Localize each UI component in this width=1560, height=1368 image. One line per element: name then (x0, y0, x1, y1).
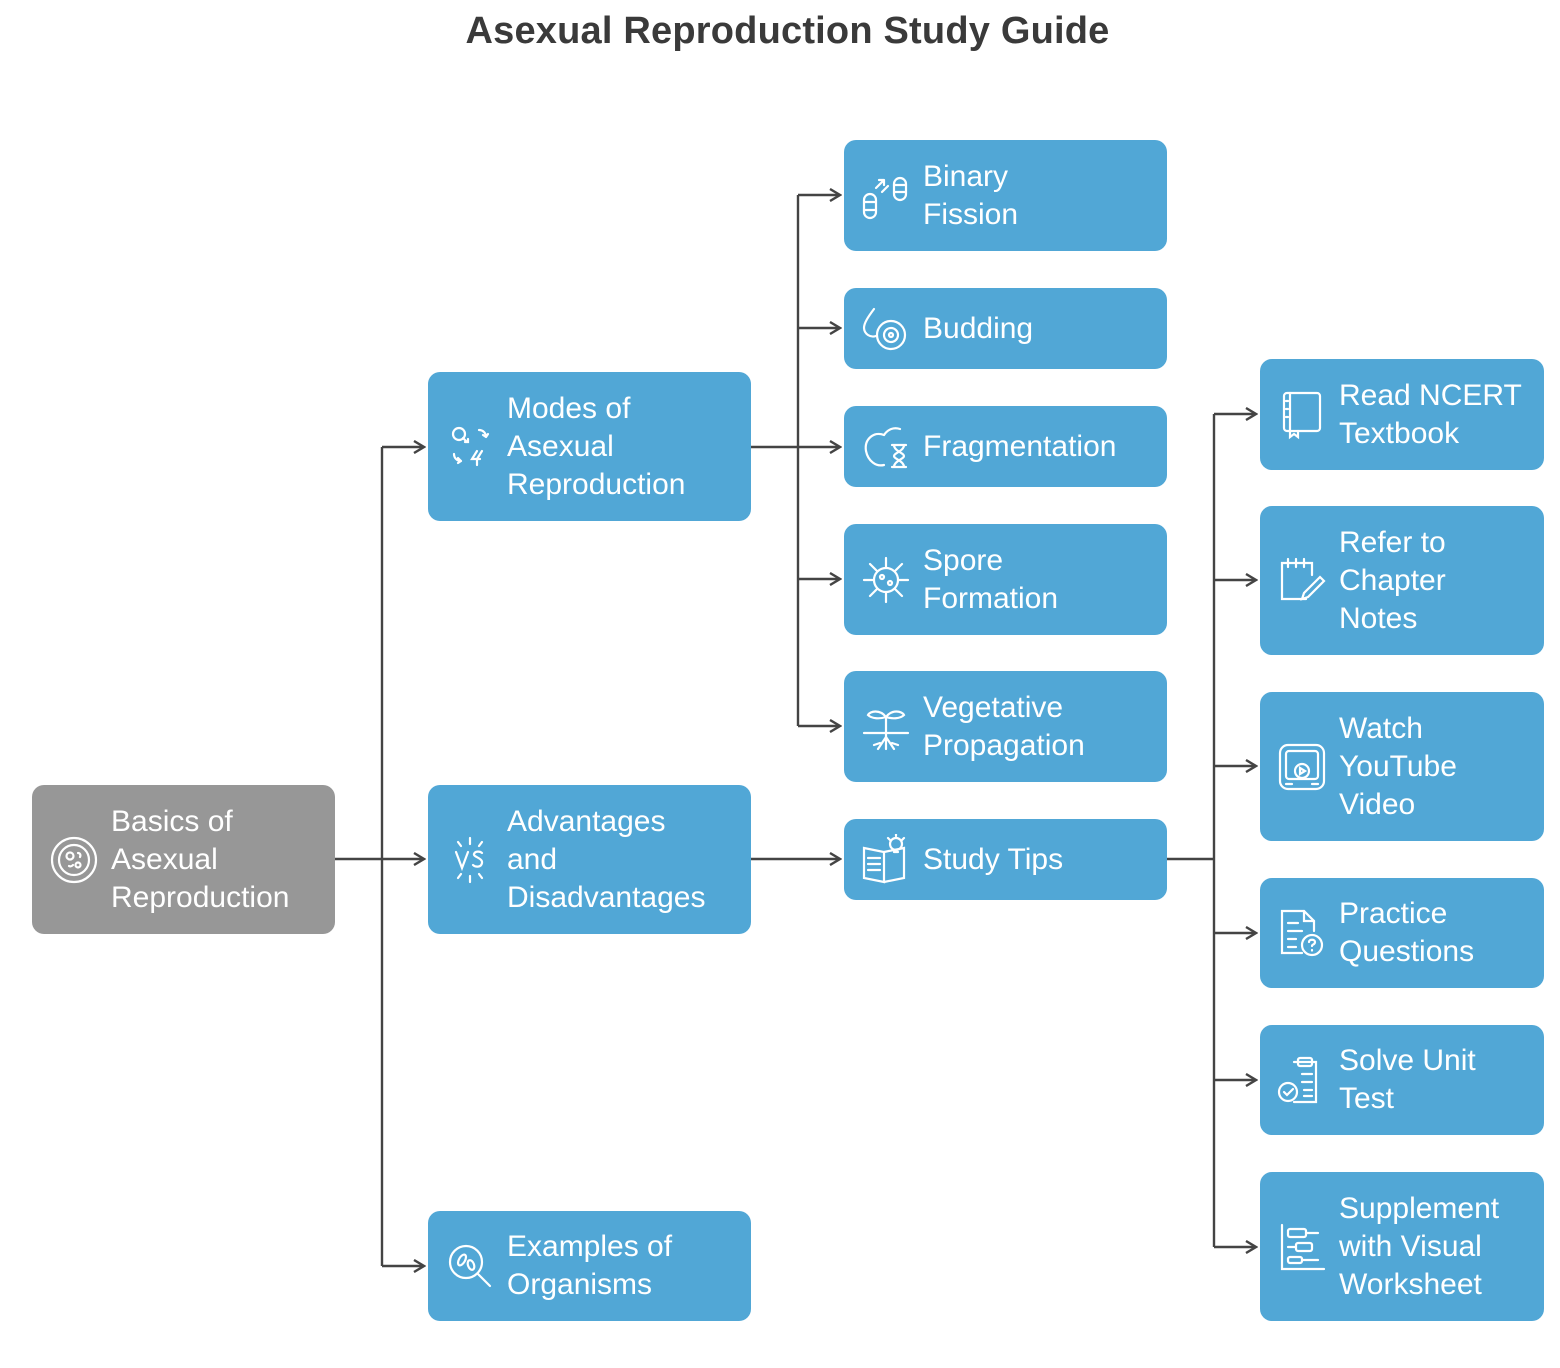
node-label: Modes of Asexual Reproduction (507, 391, 686, 501)
node-label: Vegetative Propagation (923, 690, 1085, 762)
node-label: Basics of Asexual Reproduction (111, 804, 290, 914)
node-practice-questions[interactable]: Practice Questions (1260, 878, 1544, 988)
node-label: Practice Questions (1339, 897, 1475, 968)
node-examples-of-organisms[interactable]: Examples of Organisms (428, 1211, 751, 1321)
node-solve-unit-test[interactable]: Solve Unit Test (1260, 1025, 1544, 1135)
node-vegetative-propagation[interactable]: Vegetative Propagation (844, 671, 1167, 782)
node-label: Fragmentation (923, 429, 1117, 463)
cell-split-icon (860, 170, 912, 222)
node-label: Watch YouTube Video (1339, 711, 1457, 821)
node-label: Advantages and Disadvantages (507, 804, 706, 914)
node-label: Binary Fission (923, 159, 1019, 231)
node-label: Spore Formation (923, 543, 1059, 615)
node-advantages-and-disadvantages[interactable]: Advantages and Disadvantages (428, 785, 751, 934)
notebook-icon (1276, 389, 1328, 441)
node-modes-of-asexual-reproduction[interactable]: Modes of Asexual Reproduction (428, 372, 751, 521)
versus-icon (444, 834, 496, 886)
node-watch-youtube-video[interactable]: Watch YouTube Video (1260, 692, 1544, 841)
node-basics-of-asexual-reproduction[interactable]: Basics of Asexual Reproduction (32, 785, 335, 934)
node-refer-to-chapter-notes[interactable]: Refer to Chapter Notes (1260, 506, 1544, 655)
worksheet-icon (1276, 1221, 1328, 1273)
fragment-icon (860, 421, 912, 473)
gender-cycle-icon (444, 421, 496, 473)
node-label: Budding (923, 311, 1034, 345)
diagram-title: Asexual Reproduction Study Guide (465, 10, 1110, 52)
node-supplement-with-visual-worksheet[interactable]: Supplement with Visual Worksheet (1260, 1172, 1544, 1321)
bud-icon (860, 303, 912, 355)
sprout-icon (860, 701, 912, 753)
video-icon (1276, 741, 1328, 793)
node-spore-formation[interactable]: Spore Formation (844, 524, 1167, 635)
node-label: Study Tips (923, 842, 1064, 876)
node-label: Supplement with Visual Worksheet (1339, 1191, 1500, 1301)
node-label: Read NCERT Textbook (1339, 378, 1522, 450)
node-fragmentation[interactable]: Fragmentation (844, 406, 1167, 487)
node-study-tips[interactable]: Study Tips (844, 819, 1167, 900)
clipboard-check-icon (1276, 1054, 1328, 1106)
question-doc-icon (1276, 907, 1328, 959)
node-binary-fission[interactable]: Binary Fission (844, 140, 1167, 251)
cell-icon (48, 834, 100, 886)
book-bulb-icon (860, 833, 912, 886)
node-budding[interactable]: Budding (844, 288, 1167, 369)
node-label: Examples of Organisms (507, 1230, 673, 1301)
node-label: Refer to Chapter Notes (1339, 525, 1446, 635)
notepad-pencil-icon (1276, 555, 1328, 607)
spore-icon (860, 554, 912, 606)
node-read-ncert-textbook[interactable]: Read NCERT Textbook (1260, 359, 1544, 470)
microscope-search-icon (444, 1240, 496, 1292)
node-label: Solve Unit Test (1339, 1044, 1476, 1115)
